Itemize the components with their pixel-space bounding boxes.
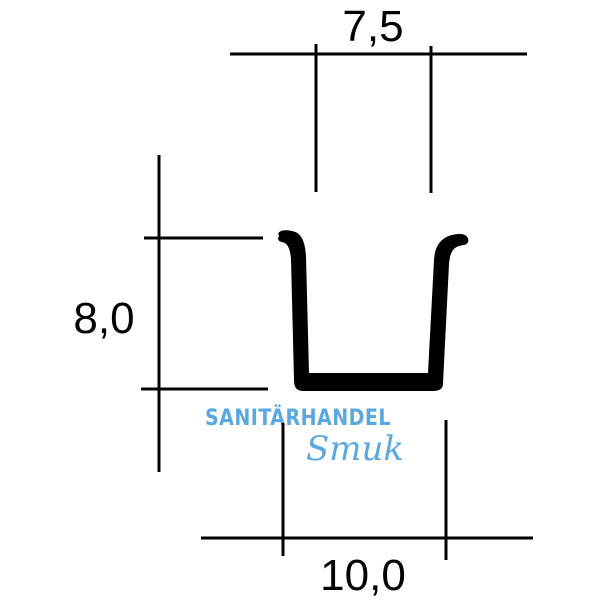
dimension-height: 8,0 xyxy=(73,155,268,472)
u-profile-shape xyxy=(278,230,469,391)
dimension-label-outer-width: 10,0 xyxy=(320,551,406,600)
dimension-label-inner-width: 7,5 xyxy=(342,2,403,51)
dimension-label-height: 8,0 xyxy=(73,294,134,343)
watermark-text-smuk: Smuk xyxy=(306,429,404,469)
dimension-inner-width: 7,5 xyxy=(230,2,527,193)
watermark-logo: SANITÄRHANDEL Smuk xyxy=(205,405,404,469)
watermark-text-sanitaerhandel: SANITÄRHANDEL xyxy=(205,405,391,431)
